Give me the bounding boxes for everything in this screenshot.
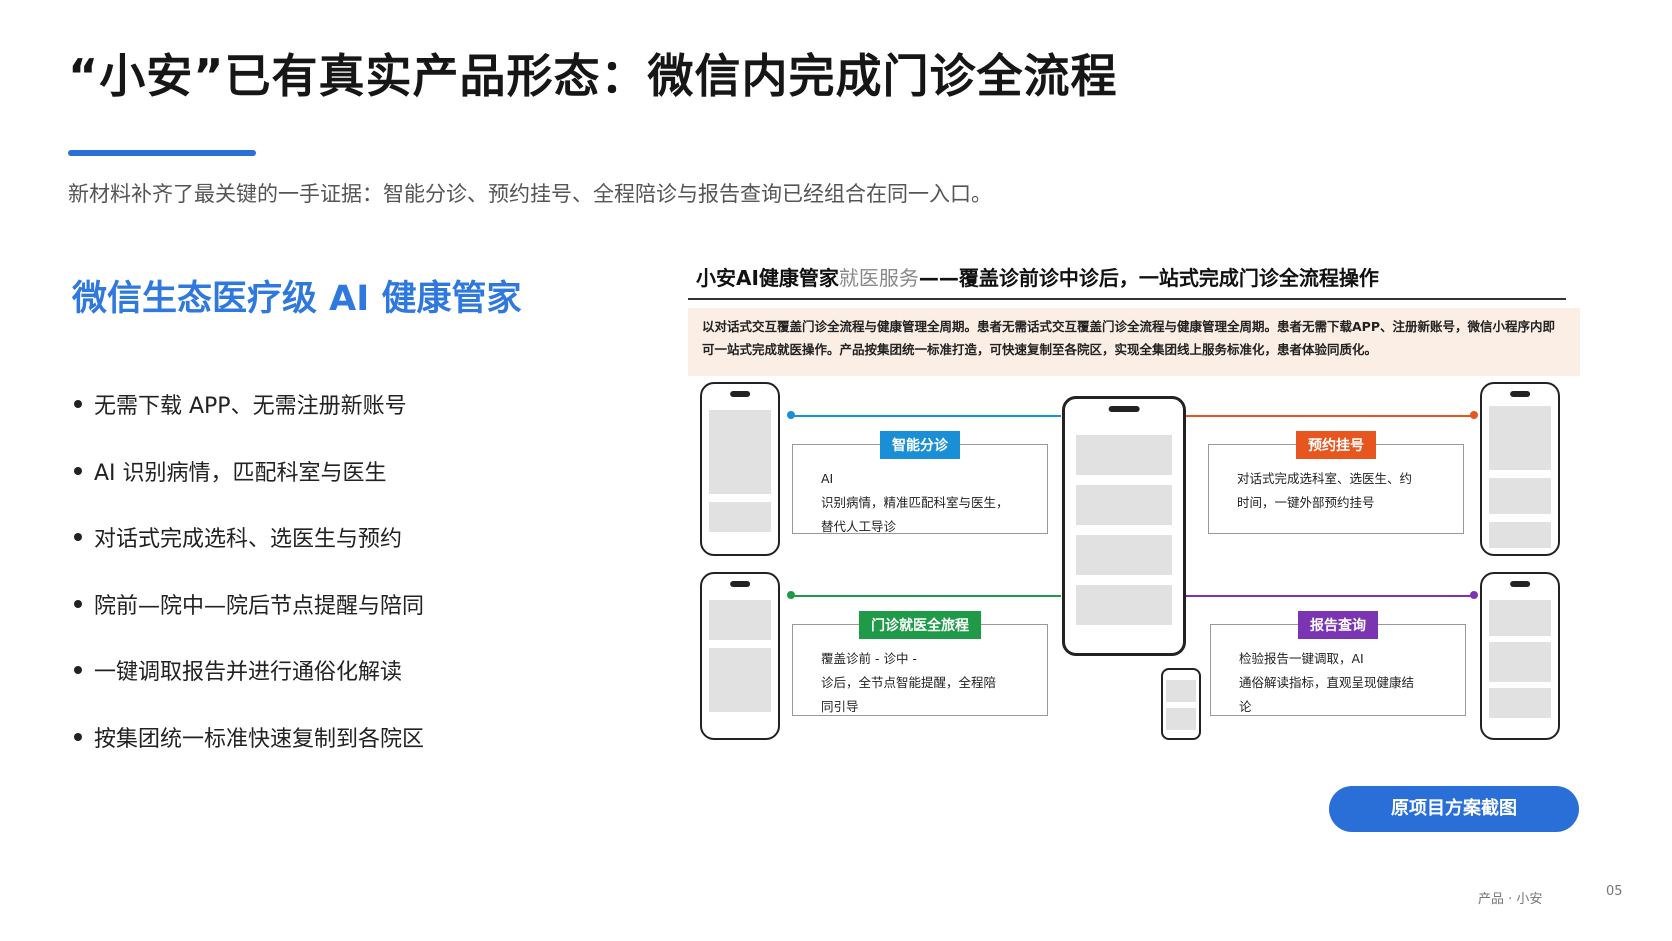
- list-item-text: AI 识别病情，匹配科室与医生: [94, 460, 387, 486]
- list-item: 一键调取报告并进行通俗化解读: [74, 654, 424, 721]
- card-tag: 门诊就医全旅程: [859, 611, 981, 639]
- screen-block: [1488, 642, 1552, 682]
- screen-block: [708, 600, 772, 640]
- connector-line-journey: [791, 595, 1061, 597]
- card-line: 论: [1239, 699, 1252, 714]
- connector-line-booking: [1184, 415, 1474, 417]
- section-heading: 微信生态医疗级 AI 健康管家: [72, 279, 522, 319]
- card-line: 覆盖诊前 - 诊中 -: [821, 651, 917, 666]
- figure-note: 以对话式交互覆盖门诊全流程与健康管理全周期。患者无需话式交互覆盖门诊全流程与健康…: [688, 308, 1580, 376]
- bullet-dot-icon: [74, 732, 82, 741]
- figure-title-main: 小安AI健康管家: [696, 266, 839, 290]
- phone-mockup-small: [1161, 668, 1201, 740]
- phone-mockup: [1480, 572, 1560, 740]
- card-line: AI: [821, 471, 834, 486]
- card-line: 诊后，全节点智能提醒，全程陪: [821, 675, 997, 690]
- screen-block: [1488, 478, 1552, 514]
- card-body: 覆盖诊前 - 诊中 - 诊后，全节点智能提醒，全程陪 同引导: [821, 647, 1029, 719]
- card-line: 识别病情，精准匹配科室与医生，: [821, 495, 1009, 510]
- list-item-text: 一键调取报告并进行通俗化解读: [94, 660, 403, 685]
- screen-block: [708, 648, 772, 712]
- phone-mockup-main: [1062, 396, 1186, 656]
- screen-block: [1075, 435, 1173, 475]
- phone-notch: [730, 391, 750, 397]
- phone-notch: [730, 581, 750, 587]
- screen-block: [1488, 406, 1552, 470]
- screen-block: [1166, 708, 1196, 730]
- connector-node: [1470, 591, 1478, 599]
- footer-section-label: 产品 · 小安: [1478, 892, 1543, 907]
- phone-notch: [1510, 391, 1530, 397]
- phone-mockup: [700, 382, 780, 556]
- screen-block: [1488, 600, 1552, 636]
- phone-mockup: [1480, 382, 1560, 556]
- screen-block: [1075, 535, 1173, 575]
- figure-title-rest: ——覆盖诊前诊中诊后，一站式完成门诊全流程操作: [918, 266, 1379, 290]
- screen-block: [1075, 585, 1173, 625]
- connector-node: [787, 411, 795, 419]
- bullet-dot-icon: [74, 666, 82, 674]
- card-line: 替代人工导诊: [821, 519, 897, 534]
- product-screenshot-figure: 小安AI健康管家就医服务——覆盖诊前诊中诊后，一站式完成门诊全流程操作 以对话式…: [688, 262, 1588, 750]
- page-subtitle: 新材料补齐了最关键的一手证据：智能分诊、预约挂号、全程陪诊与报告查询已经组合在同…: [68, 182, 992, 206]
- feature-card-journey: 门诊就医全旅程 覆盖诊前 - 诊中 - 诊后，全节点智能提醒，全程陪 同引导: [792, 611, 1048, 719]
- connector-node: [787, 591, 795, 599]
- list-item: 按集团统一标准快速复制到各院区: [74, 721, 424, 788]
- screen-block: [1075, 485, 1173, 525]
- card-line: 对话式完成选科室、选医生、约: [1237, 471, 1413, 486]
- list-item-text: 按集团统一标准快速复制到各院区: [94, 726, 425, 752]
- feature-card-booking: 预约挂号 对话式完成选科室、选医生、约 时间，一键外部预约挂号: [1208, 431, 1464, 534]
- title-accent-bar: [68, 150, 256, 156]
- phone-notch: [1108, 406, 1140, 412]
- page-title: “小安”已有真实产品形态：微信内完成门诊全流程: [68, 49, 1118, 103]
- bullet-dot-icon: [74, 400, 82, 408]
- list-item: AI 识别病情，匹配科室与医生: [74, 455, 424, 522]
- phone-mockup: [700, 572, 780, 740]
- connector-line-triage: [791, 415, 1061, 417]
- figure-title-grey: 就医服务: [838, 266, 919, 290]
- list-item: 院前—院中—院后节点提醒与陪同: [74, 588, 424, 655]
- card-line: 检验报告一键调取，AI: [1239, 651, 1364, 666]
- screen-block: [1166, 680, 1196, 702]
- feature-list: 无需下载 APP、无需注册新账号 AI 识别病情，匹配科室与医生 对话式完成选科…: [74, 388, 424, 787]
- screen-block: [708, 410, 772, 494]
- card-tag: 智能分诊: [880, 431, 960, 459]
- connector-line-report: [1184, 595, 1474, 597]
- figure-title: 小安AI健康管家就医服务——覆盖诊前诊中诊后，一站式完成门诊全流程操作: [696, 262, 1379, 291]
- list-item: 对话式完成选科、选医生与预约: [74, 521, 424, 588]
- phone-notch: [1510, 581, 1530, 587]
- list-item-text: 院前—院中—院后节点提醒与陪同: [94, 593, 425, 619]
- list-item-text: 对话式完成选科、选医生与预约: [94, 527, 403, 552]
- list-item: 无需下载 APP、无需注册新账号: [74, 388, 424, 455]
- figure-divider: [688, 298, 1566, 300]
- screen-block: [1488, 522, 1552, 548]
- list-item-text: 无需下载 APP、无需注册新账号: [94, 394, 407, 419]
- connector-node: [1470, 411, 1478, 419]
- card-line: 时间，一键外部预约挂号: [1237, 495, 1375, 510]
- card-tag: 预约挂号: [1296, 431, 1376, 459]
- feature-card-report: 报告查询 检验报告一键调取，AI 通俗解读指标，直观呈现健康结 论: [1210, 611, 1466, 719]
- card-line: 通俗解读指标，直观呈现健康结: [1239, 675, 1415, 690]
- card-body: 检验报告一键调取，AI 通俗解读指标，直观呈现健康结 论: [1239, 647, 1447, 719]
- screen-block: [708, 502, 772, 532]
- feature-card-triage: 智能分诊 AI 识别病情，精准匹配科室与医生， 替代人工导诊: [792, 431, 1048, 534]
- bullet-dot-icon: [74, 599, 82, 608]
- page-number: 05: [1606, 884, 1623, 899]
- card-line: 同引导: [821, 699, 859, 714]
- card-tag: 报告查询: [1298, 611, 1378, 639]
- original-screenshot-button[interactable]: 原项目方案截图: [1329, 786, 1579, 832]
- bullet-dot-icon: [74, 533, 82, 541]
- bullet-dot-icon: [74, 466, 82, 475]
- screen-block: [1488, 688, 1552, 718]
- card-body: 对话式完成选科室、选医生、约 时间，一键外部预约挂号: [1237, 467, 1445, 515]
- card-body: AI 识别病情，精准匹配科室与医生， 替代人工导诊: [821, 467, 1029, 539]
